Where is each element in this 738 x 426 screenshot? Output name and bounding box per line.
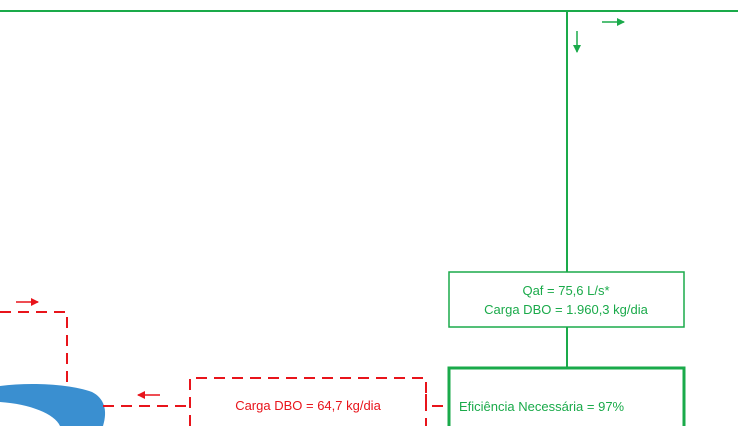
green-box-line1: Qaf = 75,6 L/s* xyxy=(522,283,609,298)
efficiency-label: Eficiência Necessária = 97% xyxy=(459,399,625,414)
red-info-box: Carga DBO = 64,7 kg/dia xyxy=(189,377,427,426)
red-box-label: Carga DBO = 64,7 kg/dia xyxy=(235,398,381,413)
blue-basin-shape xyxy=(0,384,106,426)
green-box-line2: Carga DBO = 1.960,3 kg/dia xyxy=(484,302,648,317)
red-dashed-efficiency-connector xyxy=(425,394,449,407)
red-dashed-top-path xyxy=(0,311,68,388)
green-info-box: Qaf = 75,6 L/s* Carga DBO = 1.960,3 kg/d… xyxy=(448,271,685,328)
efficiency-box: Eficiência Necessária = 97% xyxy=(447,366,686,426)
